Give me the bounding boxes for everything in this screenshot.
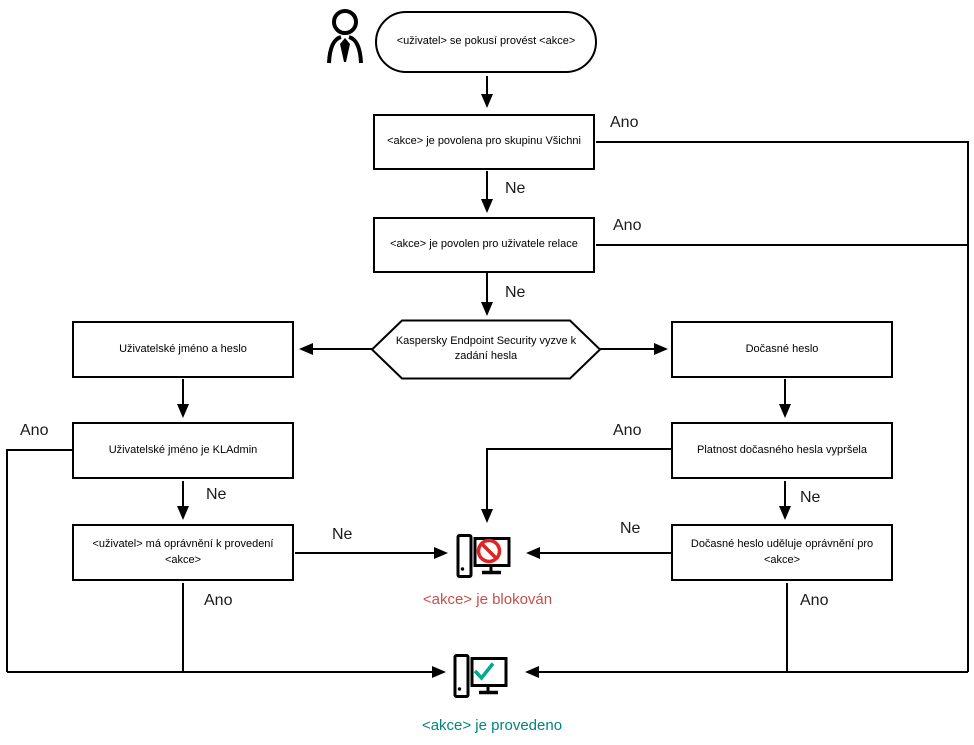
node-group-allowed: <akce> je povolena pro skupinu Všichni xyxy=(373,114,595,170)
node-start: <uživatel> se pokusí provést <akce> xyxy=(375,11,597,73)
node-session-allowed-label: <akce> je povolen pro uživatele relace xyxy=(390,238,578,251)
computer-prohibited-icon xyxy=(456,534,511,578)
status-executed-label: <akce> je provedeno xyxy=(421,717,563,734)
node-session-allowed: <akce> je povolen pro uživatele relace xyxy=(373,217,595,273)
edge-label-userperm-no: Ne xyxy=(332,526,353,543)
edge-label-session-yes: Ano xyxy=(613,217,642,234)
node-group-allowed-label: <akce> je povolena pro skupinu Všichni xyxy=(387,135,581,148)
edge-label-expired-yes: Ano xyxy=(613,422,642,439)
node-username-kladmin-label: Uživatelské jméno je KLAdmin xyxy=(108,443,258,456)
node-username-kladmin: Uživatelské jméno je KLAdmin xyxy=(72,422,294,479)
edge-label-kladmin-no: Ne xyxy=(206,486,227,503)
edge-label-session-no: Ne xyxy=(505,284,526,301)
node-user-permission: <uživatel> má oprávnění k provedení <akc… xyxy=(72,524,294,581)
edge-kladmin-yes-rail xyxy=(6,449,72,672)
edge-group-yes-rail xyxy=(596,141,969,672)
node-password-prompt: Kaspersky Endpoint Security vyzve k zadá… xyxy=(385,321,587,377)
node-temp-password-label: Dočasné heslo xyxy=(745,342,819,355)
edge-label-group-no: Ne xyxy=(505,180,526,197)
edge-label-grants-yes: Ano xyxy=(800,592,829,609)
node-password-prompt-label: Kaspersky Endpoint Security vyzve k zadá… xyxy=(395,334,577,362)
node-temp-expired-label: Platnost dočasného hesla vypršela xyxy=(697,443,867,456)
node-username-password-label: Uživatelské jméno a heslo xyxy=(119,342,247,355)
node-temp-password: Dočasné heslo xyxy=(671,321,893,378)
node-user-permission-label: <uživatel> má oprávnění k provedení <akc… xyxy=(92,538,274,566)
node-temp-grants: Dočasné heslo uděluje oprávnění pro <akc… xyxy=(671,524,893,581)
edge-label-expired-no: Ne xyxy=(800,489,821,506)
person-icon xyxy=(327,9,363,64)
edge-label-group-yes: Ano xyxy=(610,114,639,131)
edge-label-kladmin-yes: Ano xyxy=(20,422,49,439)
computer-check-icon xyxy=(453,654,508,698)
hexagon-shape xyxy=(370,319,602,380)
status-blocked-label: <akce> je blokován xyxy=(422,591,553,608)
node-temp-grants-label: Dočasné heslo uděluje oprávnění pro <akc… xyxy=(690,538,874,566)
node-username-password: Uživatelské jméno a heslo xyxy=(72,321,294,378)
edge-label-userperm-yes: Ano xyxy=(204,592,233,609)
node-start-label: <uživatel> se pokusí provést <akce> xyxy=(396,35,576,48)
node-temp-expired: Platnost dočasného hesla vypršela xyxy=(671,422,893,479)
edge-expired-yes xyxy=(481,448,675,523)
edge-label-grants-no: Ne xyxy=(620,520,641,537)
